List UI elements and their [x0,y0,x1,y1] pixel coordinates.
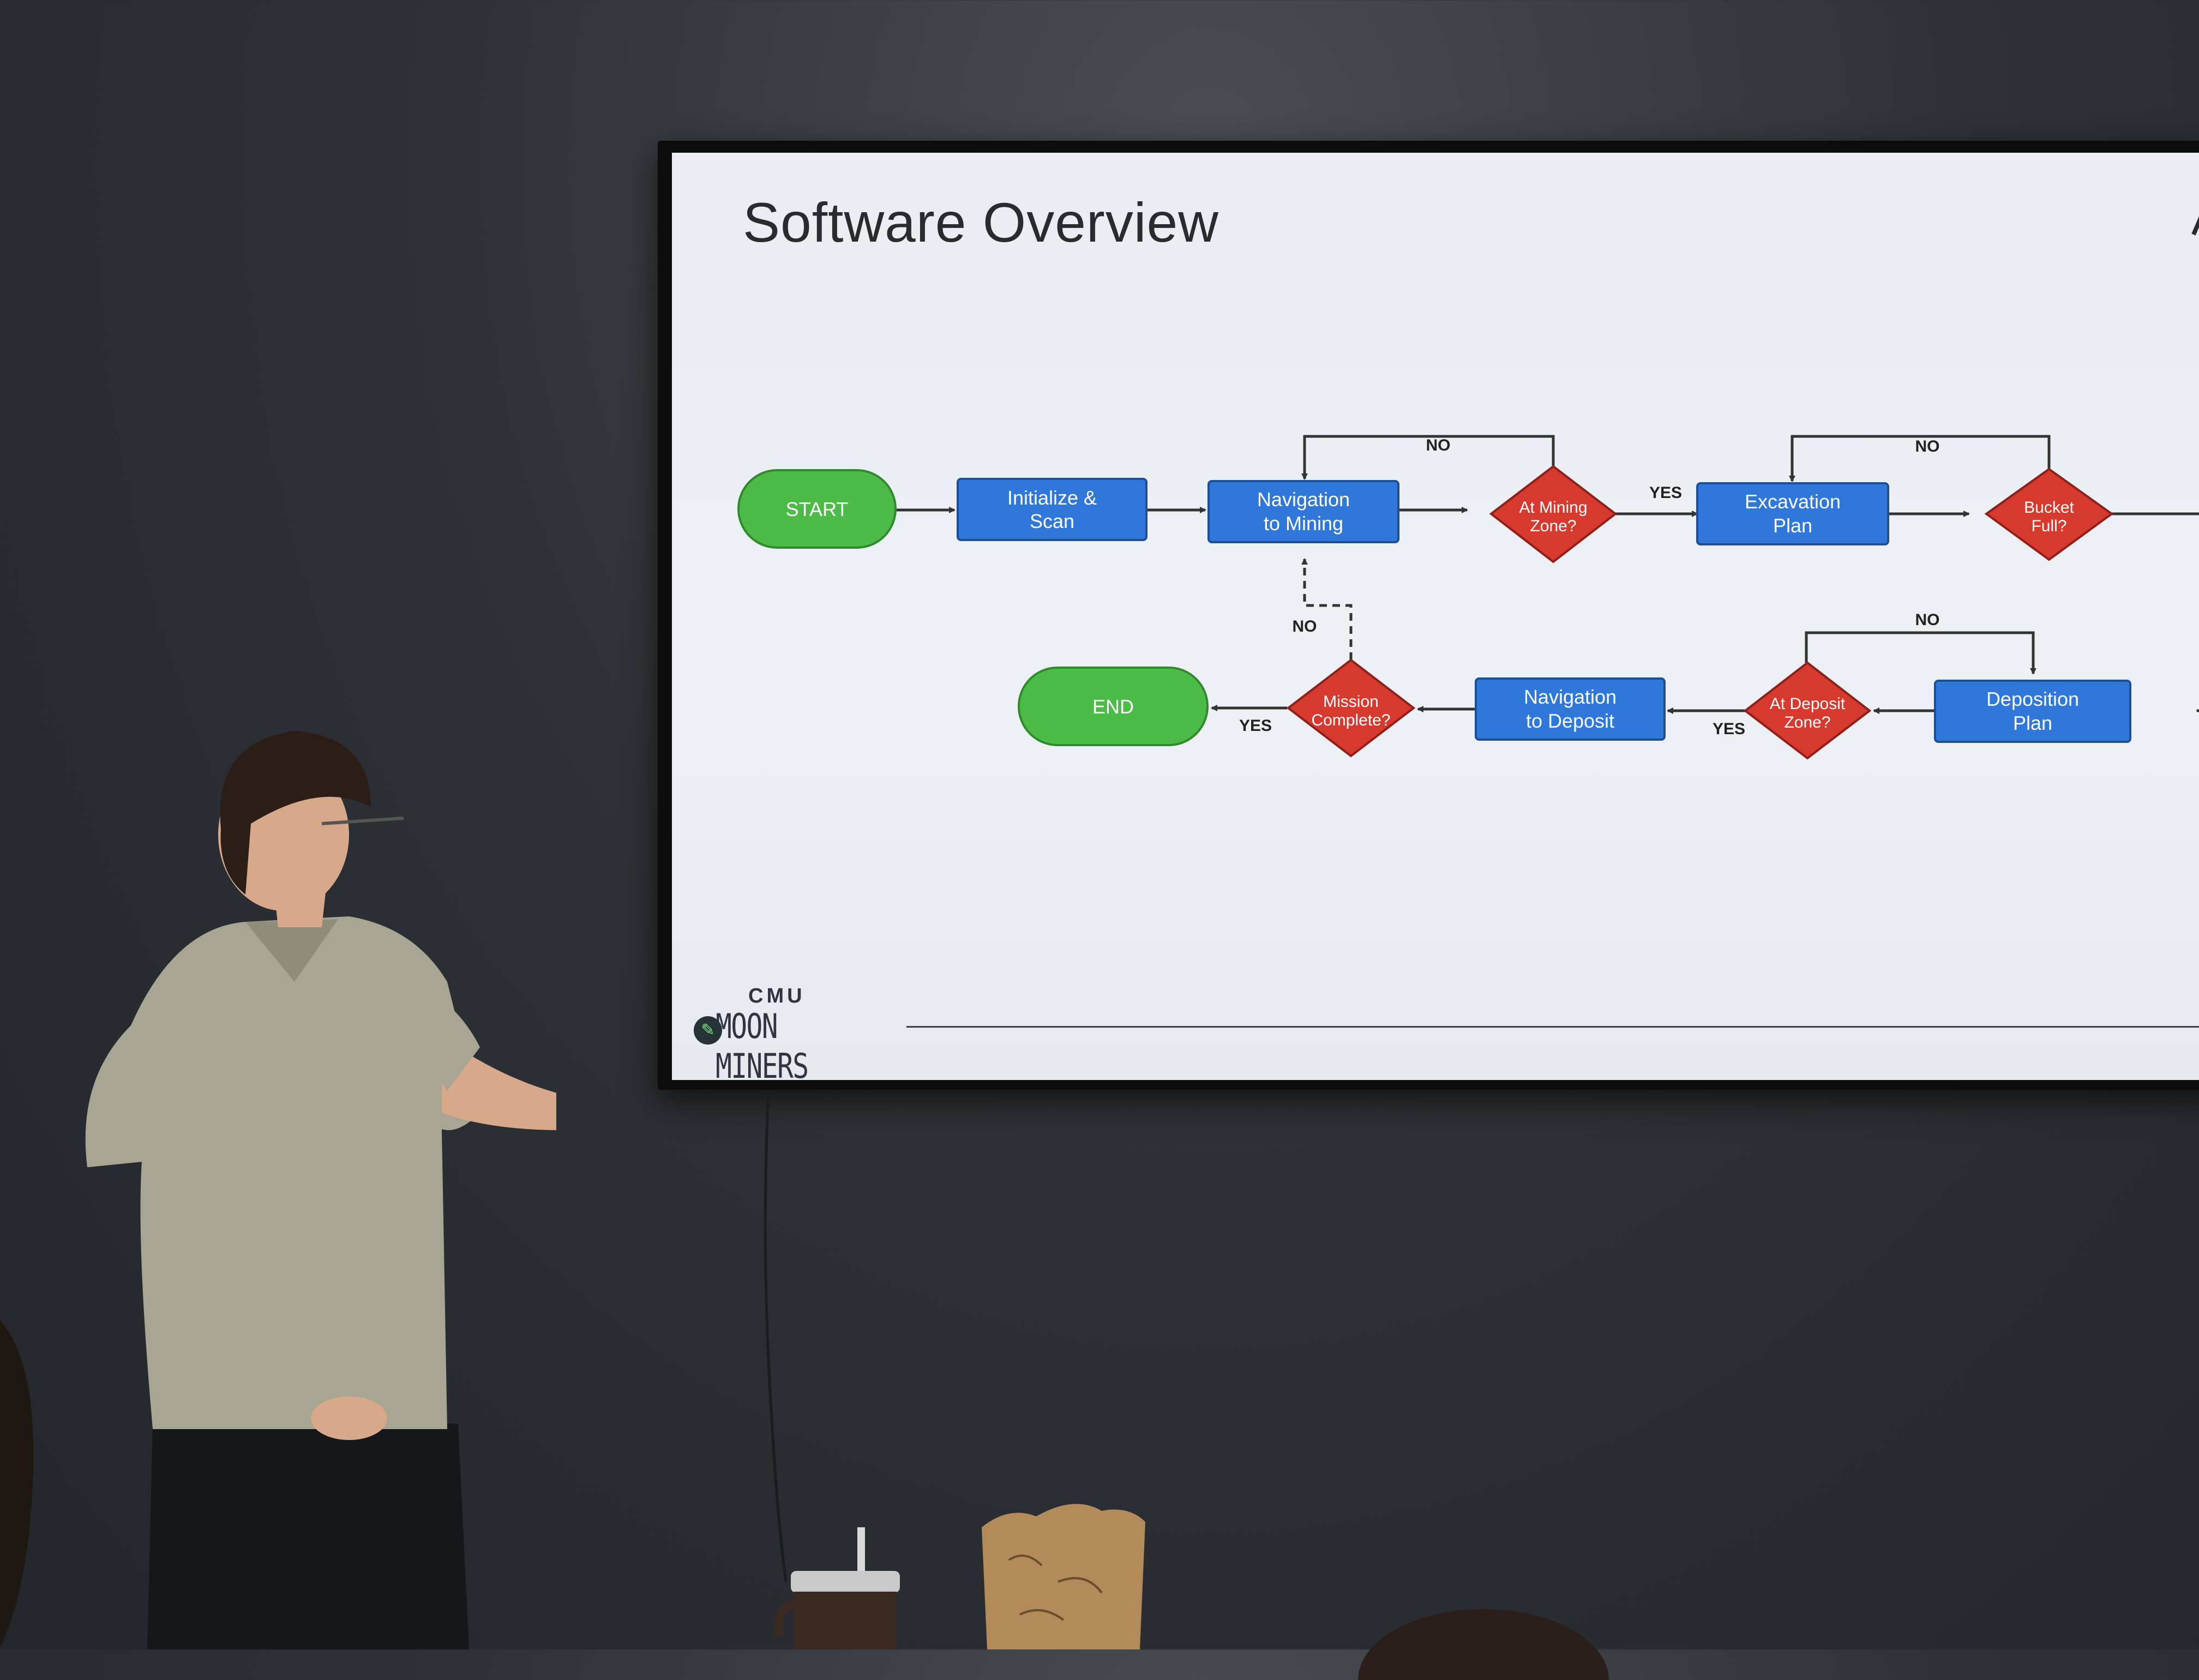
deposition-label-1: Deposition [1986,688,2079,710]
bucket-label-1: Bucket [2024,499,2074,517]
start-terminal [737,469,897,549]
pickaxe-logo-icon [2191,216,2199,236]
footer-rule [906,1026,2199,1028]
initialize-label-2: Scan [1030,510,1074,532]
end-label: END [1092,695,1134,718]
audience-member-edge [0,1320,34,1647]
initialize-label-1: Initialize & [1007,487,1097,509]
excavation-label-1: Excavation [1745,490,1841,513]
bucket-label-2: Full? [2031,517,2066,535]
label-no-bucket: NO [1915,437,1940,455]
nav-mining-label-2: to Mining [1264,512,1343,535]
label-yes-mining: YES [1649,484,1682,502]
logo-cmu-text: CMU [748,985,806,1007]
mission-label-2: Complete? [1311,711,1390,729]
presenter-person [85,731,556,1649]
at-deposit-label-2: Zone? [1784,713,1830,731]
label-no-deposit: NO [1915,611,1940,629]
deposition-label-2: Plan [2013,712,2052,734]
label-no-mission: NO [1293,617,1317,635]
mission-complete-decision [1286,658,1416,758]
at-deposit-label-1: At Deposit [1770,695,1846,713]
deposition-plan-box [1934,680,2131,743]
loop-no-deposit [1805,631,2036,675]
pencil-edit-icon[interactable]: ✎ [694,1016,722,1045]
loop-no-mission [1301,558,1353,660]
bucket-full-decision [1984,467,2114,561]
nav-deposit-box [1475,677,1666,741]
at-mining-label-2: Zone? [1530,517,1576,535]
initialize-scan-box [957,478,1147,541]
tumbler-cup [774,1527,900,1649]
label-yes-mission: YES [1239,717,1272,735]
label-yes-deposit: YES [1713,720,1745,738]
presentation-slide: Software Overview START [672,153,2199,1080]
mission-label-1: Mission [1323,693,1379,711]
end-terminal [1018,667,1209,746]
loop-no-bucket [1789,435,2051,482]
tv-cable [764,1091,788,1582]
paper-bag [982,1504,1145,1649]
nav-mining-box [1207,480,1399,543]
label-no-mining: NO [1426,436,1451,454]
nav-deposit-label-2: to Deposit [1526,710,1614,732]
excavation-label-2: Plan [1773,514,1812,537]
loop-no-mining [1301,435,1555,480]
at-mining-label-1: At Mining [1519,499,1587,517]
audience-head [1358,1609,1609,1680]
nav-deposit-label-1: Navigation [1524,686,1617,708]
cmu-moon-miners-logo: CMU MOON MINERS ✎ [694,985,846,1080]
excavation-plan-box [1696,482,1889,545]
at-mining-decision [1489,465,1618,563]
software-flowchart: START Initialize & Scan Navigation to Mi… [737,435,2199,760]
start-label: START [786,498,849,520]
nav-mining-label-1: Navigation [1257,488,1350,511]
slide-title: Software Overview [743,191,1219,254]
logo-moon-miners-text: MOON MINERS [716,1006,809,1080]
at-deposit-decision [1743,661,1872,760]
